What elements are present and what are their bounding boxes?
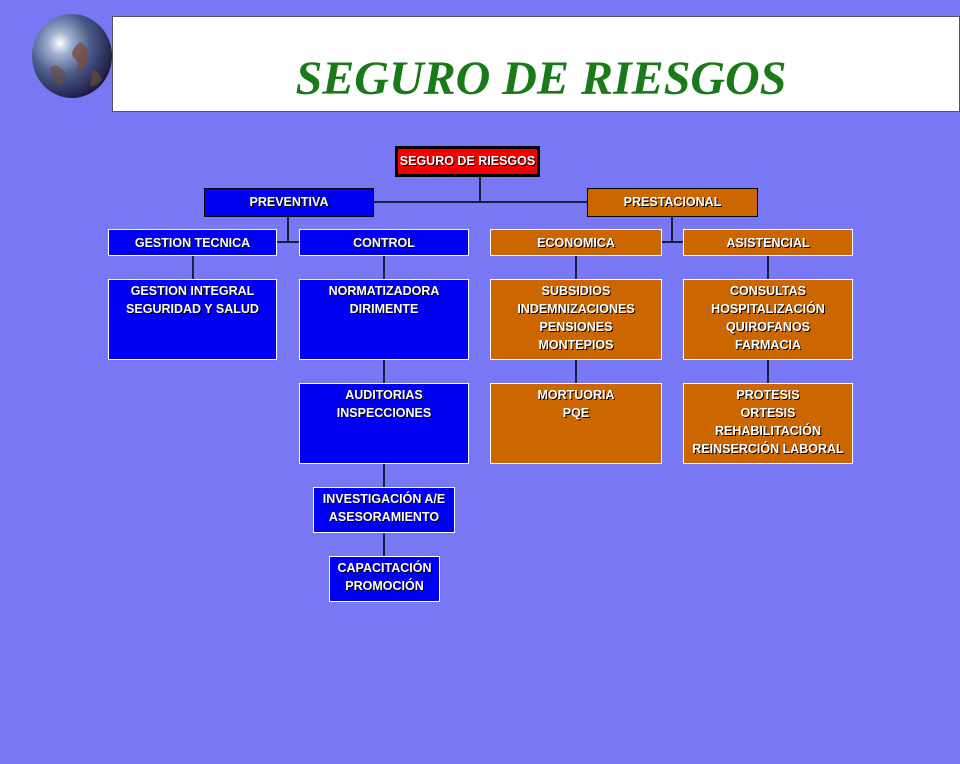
root-node: SEGURO DE RIESGOS: [395, 146, 540, 177]
capacitacion-node: CAPACITACIÓN PROMOCIÓN: [329, 556, 440, 602]
subsidios-node: SUBSIDIOS INDEMNIZACIONES PENSIONES MONT…: [490, 279, 662, 360]
mortuoria-node: MORTUORIA PQE: [490, 383, 662, 464]
prestacional-node: PRESTACIONAL: [587, 188, 758, 217]
gestion-integral-node: GESTION INTEGRAL SEGURIDAD Y SALUD: [108, 279, 277, 360]
gestion-tecnica-node: GESTION TECNICA: [108, 229, 277, 256]
page-title: SEGURO DE RIESGOS: [295, 52, 787, 105]
protesis-node: PROTESIS ORTESIS REHABILITACIÓN REINSERC…: [683, 383, 853, 464]
consultas-node: CONSULTAS HOSPITALIZACIÓN QUIROFANOS FAR…: [683, 279, 853, 360]
asistencial-node: ASISTENCIAL: [683, 229, 853, 256]
preventiva-node: PREVENTIVA: [204, 188, 374, 217]
investigacion-node: INVESTIGACIÓN A/E ASESORAMIENTO: [313, 487, 455, 533]
control-node: CONTROL: [299, 229, 469, 256]
economica-node: ECONOMICA: [490, 229, 662, 256]
title-bar: SEGURO DE RIESGOS: [112, 16, 960, 112]
globe-icon: [32, 14, 112, 98]
auditorias-node: AUDITORIAS INSPECCIONES: [299, 383, 469, 464]
normatizadora-node: NORMATIZADORA DIRIMENTE: [299, 279, 469, 360]
